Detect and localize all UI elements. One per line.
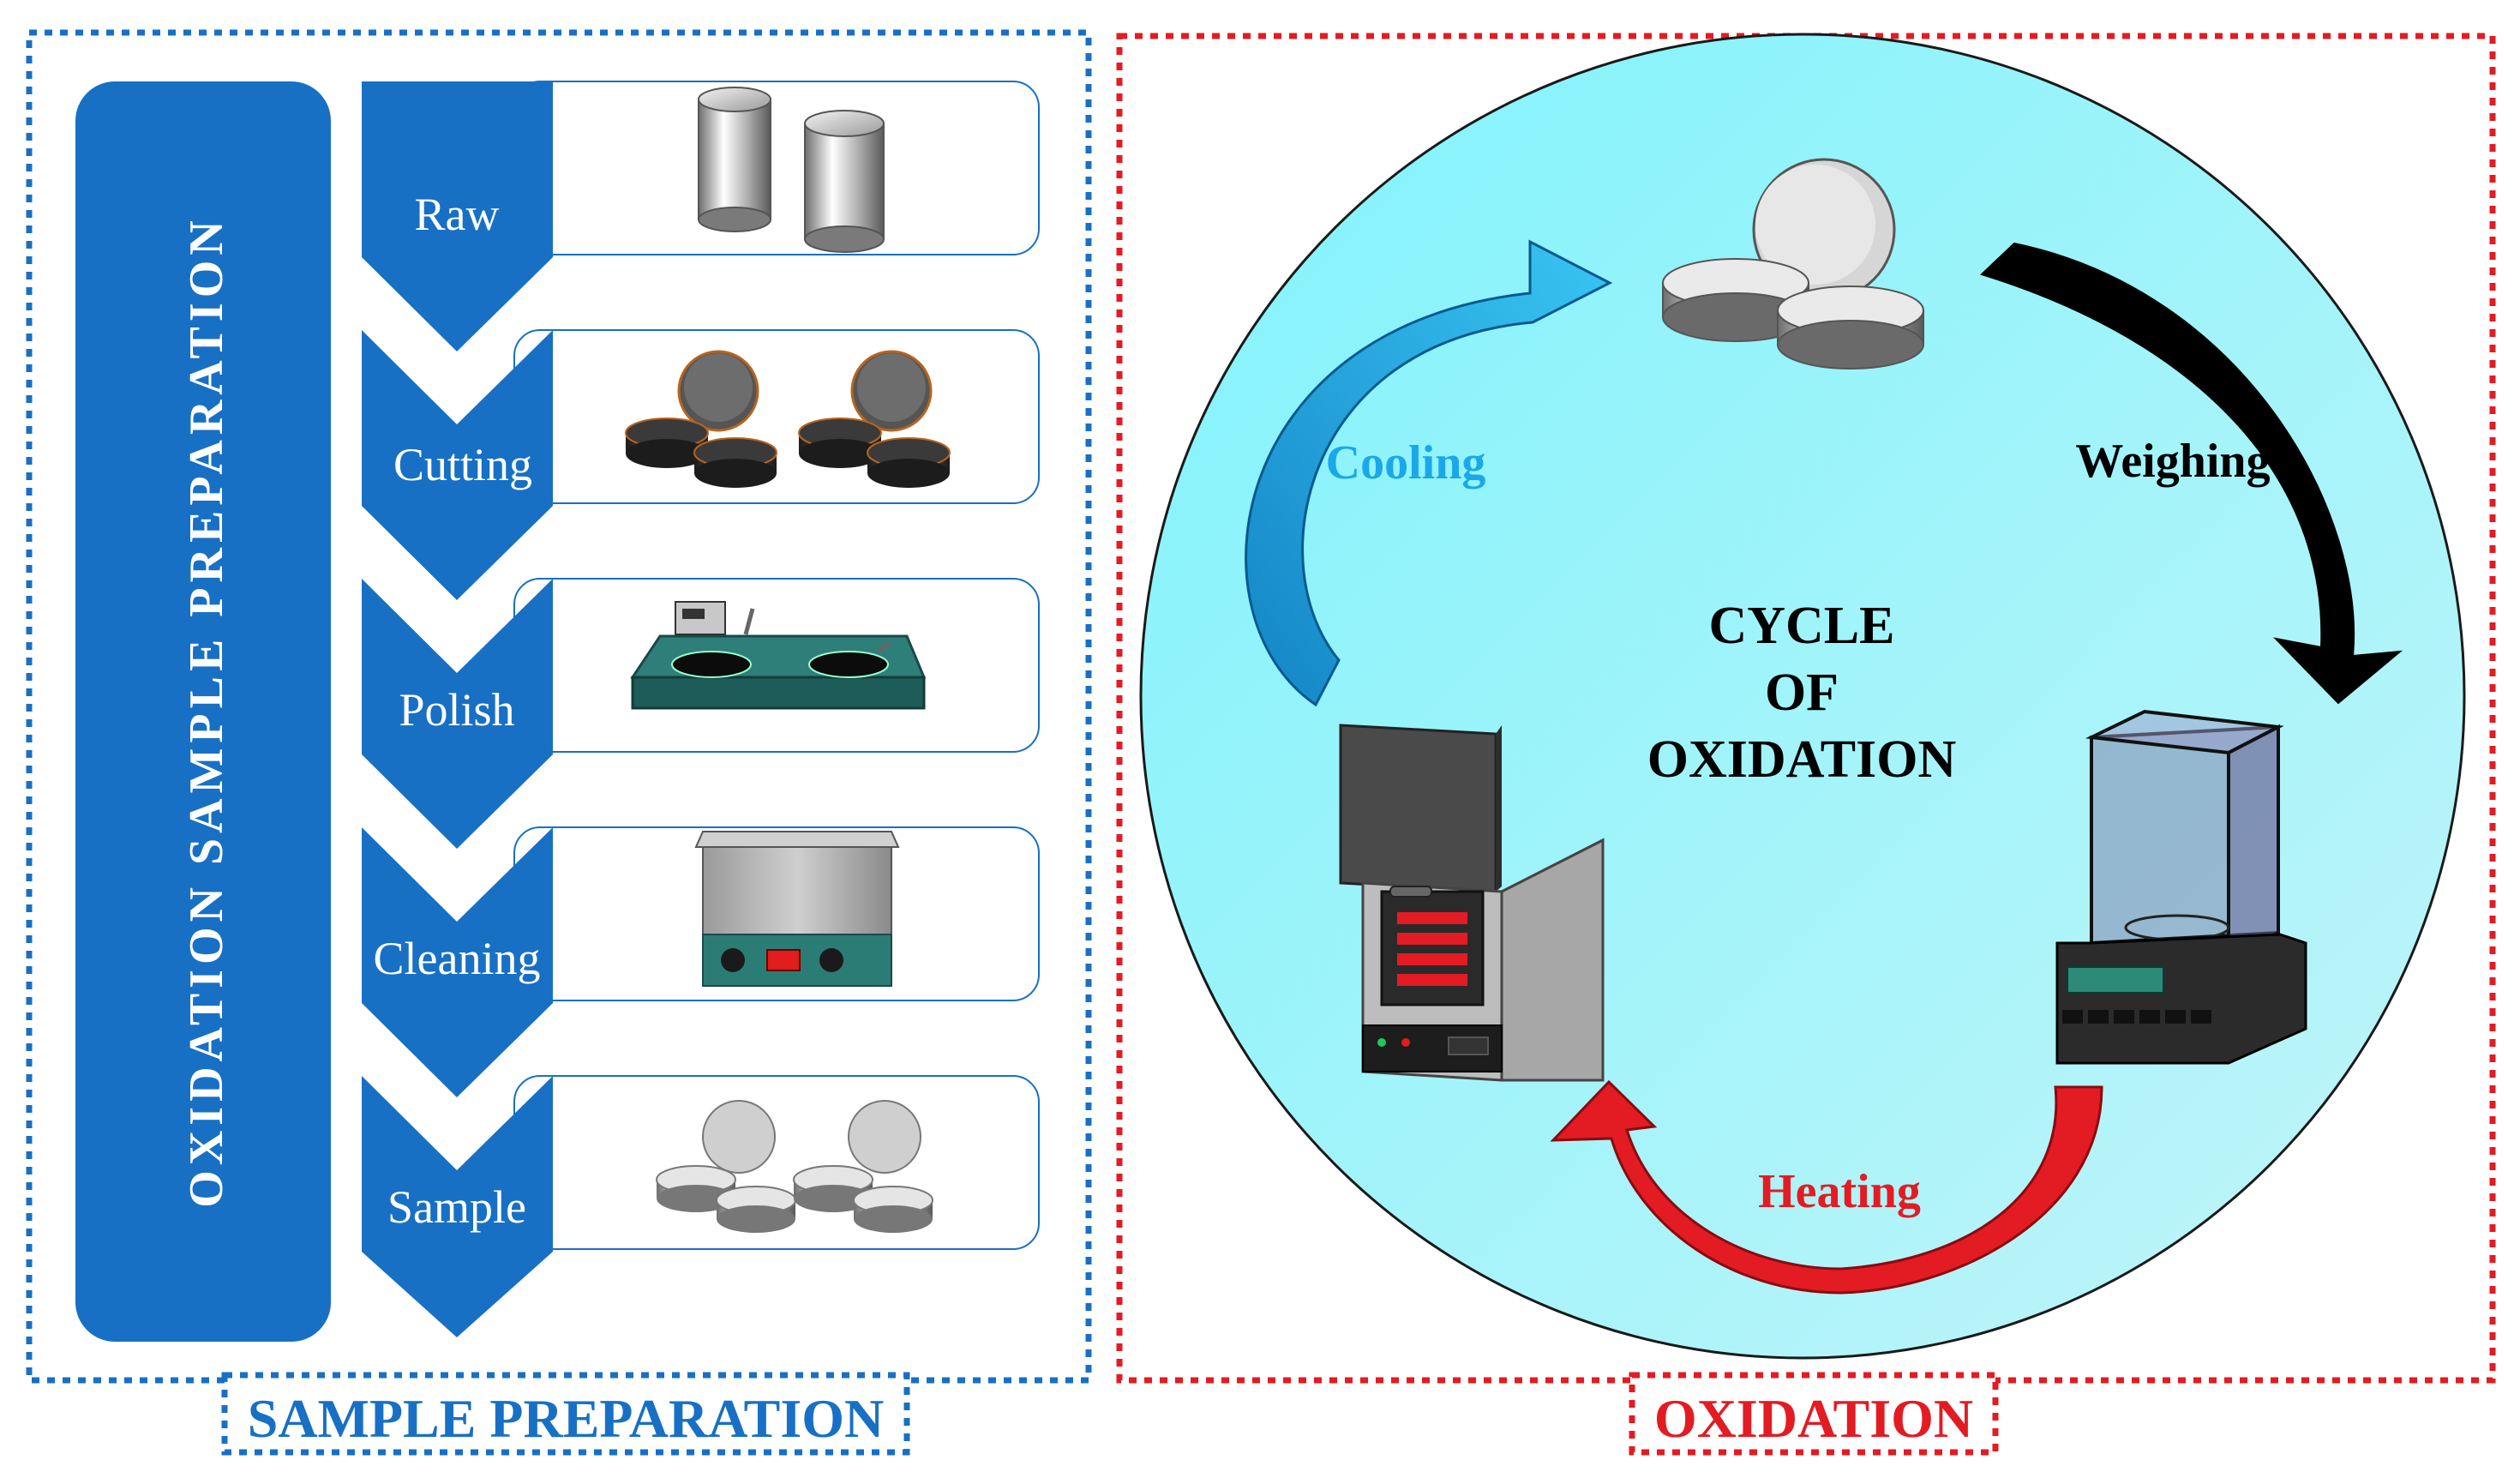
step-label-cutting: Cutting [393, 439, 532, 490]
sample-discs-image [656, 1100, 933, 1233]
side-bar-text: OXIDATION SAMPLE PREPARATION [180, 215, 233, 1207]
chevron-raw [362, 81, 553, 351]
sample-preparation-panel: OXIDATION SAMPLE PREPARATION Raw Cutting [26, 29, 1092, 1456]
weighing-label: Weighing [2075, 435, 2270, 488]
cooling-arrow [1245, 239, 1613, 707]
chevron-cutting [362, 330, 553, 600]
polishing-machine-image [630, 601, 927, 710]
heating-arrow [1550, 1079, 2103, 1295]
furnace-image [1339, 724, 1605, 1082]
step-card-cutting [513, 329, 1040, 504]
center-text-line1: CYCLE [1708, 597, 1894, 655]
step-row-raw: Raw [362, 81, 1040, 351]
step-label-cleaning: Cleaning [374, 933, 541, 984]
step-card-raw [513, 81, 1040, 255]
side-bar [75, 81, 331, 1342]
analytical-balance-image [2055, 709, 2307, 1065]
step-label-polish: Polish [399, 684, 514, 736]
raw-cylinders-image [698, 87, 885, 253]
step-label-raw: Raw [415, 189, 500, 240]
oxidation-title-box [1629, 1372, 1999, 1456]
cut-discs-image [625, 350, 951, 488]
weighing-arrow [1980, 242, 2403, 705]
step-row-sample: Sample [362, 1075, 1040, 1337]
oxidation-title: OXIDATION [1654, 1388, 1973, 1449]
step-label-sample: Sample [387, 1181, 526, 1233]
center-text-line2: OF [1765, 664, 1839, 722]
step-row-cutting: Cutting [362, 329, 1040, 600]
ultrasonic-cleaner-image [694, 831, 900, 987]
sample-preparation-title-box [221, 1372, 910, 1456]
heating-label: Heating [1758, 1165, 1921, 1218]
step-row-polish: Polish [362, 578, 1040, 849]
chevron-sample [362, 1076, 553, 1337]
chevron-cleaning [362, 827, 553, 1097]
oxidized-discs-image [1662, 158, 1924, 369]
center-text-line3: OXIDATION [1647, 730, 1957, 789]
step-row-cleaning: Cleaning [362, 826, 1040, 1097]
chevron-polish [362, 579, 553, 849]
cooling-label: Cooling [1326, 436, 1486, 490]
sample-preparation-title: SAMPLE PREPARATION [248, 1388, 885, 1449]
oxidation-panel: Cooling Weighing Heating CYCLE OF OXIDAT… [1116, 33, 2496, 1456]
